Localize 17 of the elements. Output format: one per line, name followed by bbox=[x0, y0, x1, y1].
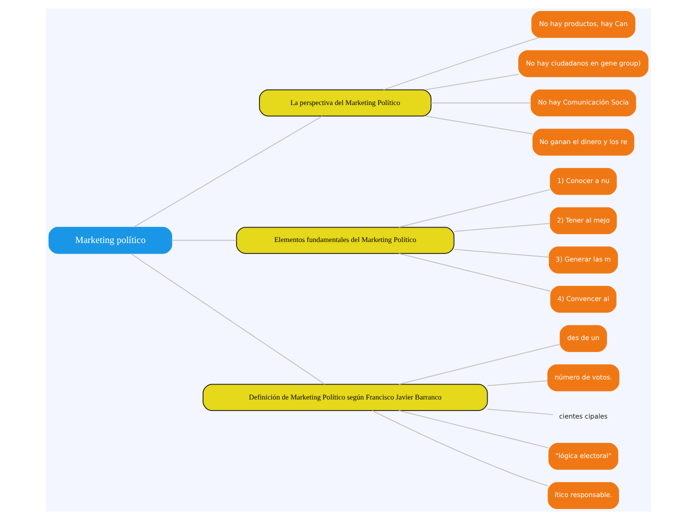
connector bbox=[398, 189, 550, 228]
connector bbox=[453, 248, 549, 258]
connector bbox=[398, 253, 550, 292]
connector bbox=[424, 116, 532, 134]
connector bbox=[453, 223, 550, 232]
connector bbox=[382, 37, 540, 90]
connector bbox=[398, 344, 560, 385]
connector bbox=[486, 380, 548, 386]
connector bbox=[130, 253, 325, 385]
connector bbox=[398, 410, 549, 448]
connector bbox=[424, 74, 518, 90]
connector bbox=[170, 240, 236, 241]
connector bbox=[371, 410, 548, 486]
node-box: Marketing político bbox=[48, 226, 172, 254]
connector bbox=[486, 408, 554, 416]
connector bbox=[132, 116, 322, 228]
connector bbox=[430, 102, 531, 104]
